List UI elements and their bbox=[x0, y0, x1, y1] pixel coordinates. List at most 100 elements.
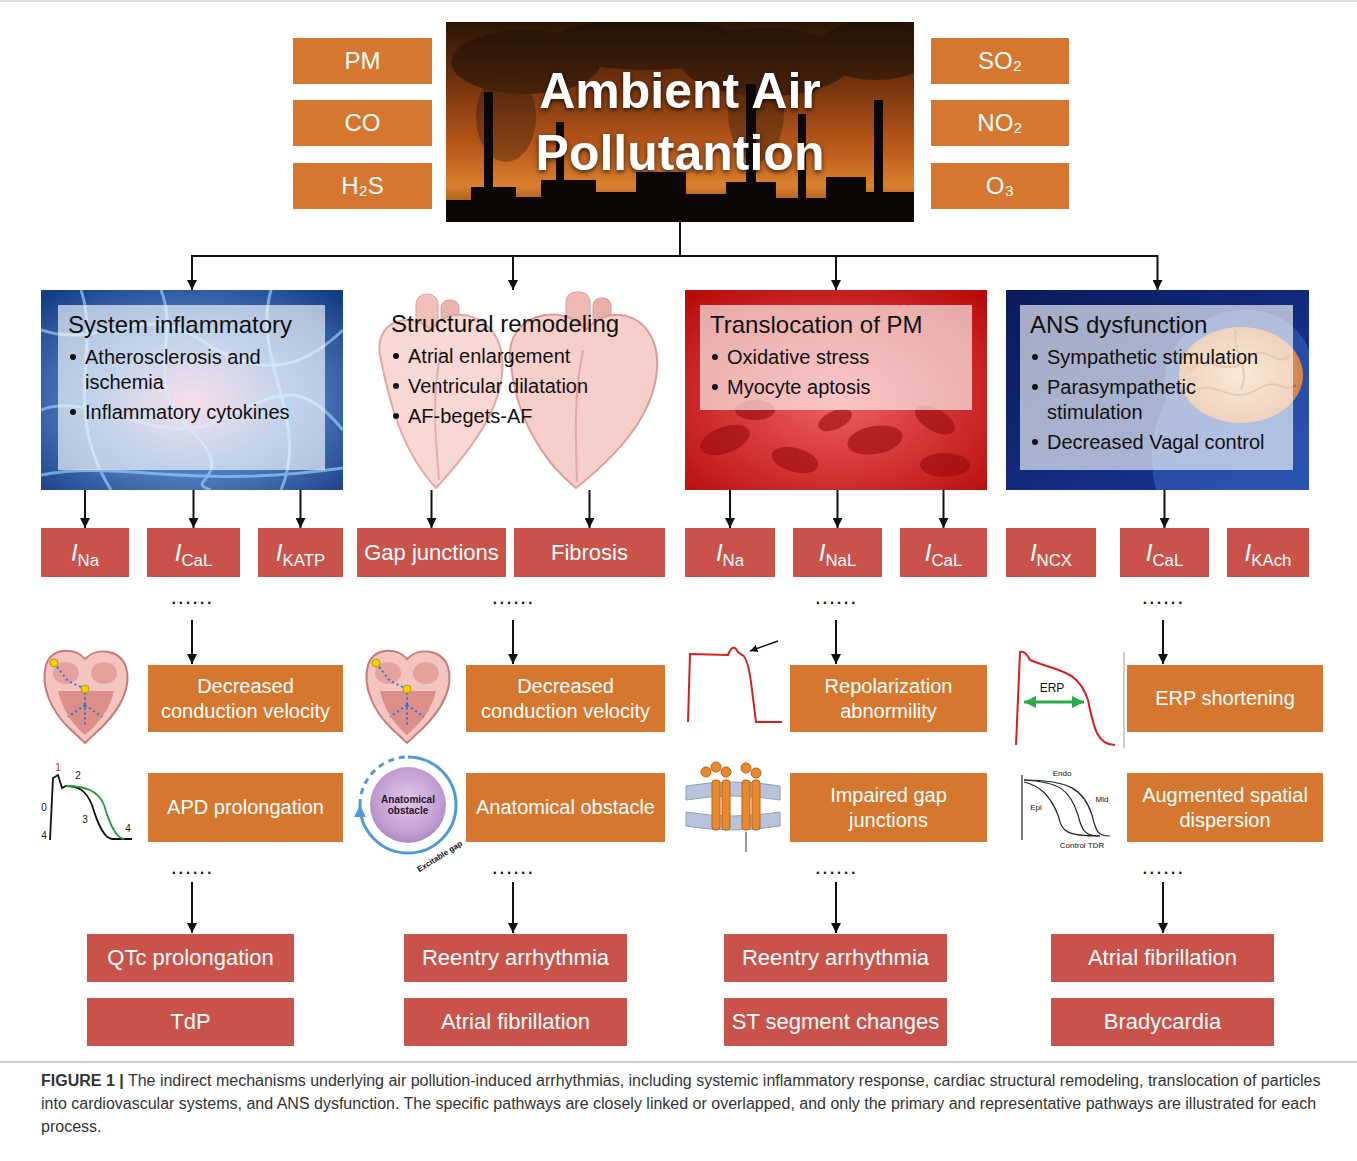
gap-junction-icon bbox=[701, 762, 761, 830]
tdr-action-potentials bbox=[1024, 780, 1100, 836]
bullet-item: Myocyte aptosis bbox=[710, 375, 962, 400]
box-label: INa bbox=[716, 539, 744, 567]
mechanism-panel: System inflammatoryAtherosclerosis and i… bbox=[41, 290, 343, 490]
bullet-item: AF-begets-AF bbox=[391, 404, 649, 429]
pollutant-box: PM bbox=[293, 38, 432, 84]
obstacle-circle: Anatomical obstacle bbox=[370, 767, 446, 843]
box-label: INa bbox=[71, 539, 99, 567]
bullet-dot bbox=[70, 354, 76, 360]
smoke bbox=[816, 22, 914, 80]
box-label: Anatomical obstacle bbox=[476, 795, 655, 820]
panel-heading: ANS dysfunction bbox=[1030, 311, 1283, 340]
gap-junction-icon bbox=[686, 812, 780, 830]
blood-vessel-photo bbox=[696, 399, 970, 477]
outcome-box: QTc prolongation bbox=[87, 934, 294, 982]
figure-caption: FIGURE 1 | The indirect mechanisms under… bbox=[41, 1069, 1326, 1138]
ion-current-box: IKATP bbox=[258, 528, 343, 577]
erp-label: ERP bbox=[1040, 682, 1065, 694]
bullet-dot bbox=[70, 409, 76, 415]
bullet-item: Ventricular dilatation bbox=[391, 374, 649, 399]
erp-action-potential bbox=[1016, 652, 1115, 745]
heart-illustration bbox=[510, 315, 657, 488]
gap-junction-icon bbox=[712, 780, 720, 830]
box-label: Atrial fibrillation bbox=[1088, 945, 1237, 971]
tdr-curve-label: Control TDR bbox=[1060, 842, 1104, 850]
pollutant-box: O₃ bbox=[931, 163, 1069, 209]
box-label: QTc prolongation bbox=[107, 945, 273, 971]
gap-junction-icon bbox=[722, 780, 730, 830]
panel-heading: Translocation of PM bbox=[710, 311, 962, 340]
connector-arrow bbox=[589, 490, 591, 528]
mechanism-box: Impaired gap junctions bbox=[790, 773, 987, 842]
connector-arrow bbox=[729, 490, 731, 528]
box-label: APD prolongation bbox=[167, 795, 324, 820]
flow-arrow bbox=[1162, 620, 1164, 664]
apd-action-potential bbox=[50, 775, 132, 840]
bullet-text: Atherosclerosis and ischemia bbox=[85, 345, 315, 395]
tdr-action-potentials bbox=[1024, 782, 1100, 836]
box-label: ICaL bbox=[925, 539, 962, 567]
text-backdrop: Structural remodelingAtrial enlargementV… bbox=[381, 304, 659, 444]
top-rule bbox=[0, 1, 1357, 2]
mechanism-box: Decreased conduction velocity bbox=[148, 665, 343, 732]
ellipsis-dots: ...... bbox=[492, 586, 535, 608]
heart-illustration bbox=[379, 315, 502, 488]
ion-current-box: INCX bbox=[1006, 528, 1096, 577]
tdr-action-potentials bbox=[1022, 775, 1110, 840]
bullet-item: Atherosclerosis and ischemia bbox=[68, 345, 315, 395]
erp-action-potential bbox=[1123, 652, 1125, 748]
ellipsis-dots: ...... bbox=[171, 856, 214, 878]
box-label: Reentry arrhythmia bbox=[422, 945, 609, 971]
mechanism-panel: Structural remodelingAtrial enlargementV… bbox=[361, 290, 665, 490]
box-label: ST segment changes bbox=[732, 1009, 940, 1035]
mechanism-box: Augmented spatial dispersion bbox=[1127, 773, 1323, 842]
box-label: TdP bbox=[170, 1009, 210, 1035]
box-label: Gap junctions bbox=[364, 540, 499, 566]
apd-action-potential bbox=[50, 775, 132, 840]
erp-action-potential bbox=[1016, 652, 1124, 748]
connector-arrow bbox=[431, 490, 433, 528]
bullet-text: Atrial enlargement bbox=[408, 344, 570, 369]
text-backdrop: Translocation of PM Oxidative stressMyocy… bbox=[700, 305, 972, 410]
gap-junction-icon bbox=[686, 762, 780, 852]
ellipsis-dots: ...... bbox=[492, 856, 535, 878]
box-label: Atrial fibrillation bbox=[441, 1009, 590, 1035]
ion-current-box: Fibrosis bbox=[514, 528, 665, 577]
bullet-dot bbox=[712, 354, 718, 360]
pollutant-box: SO₂ bbox=[931, 38, 1069, 84]
bullet-text: Parasympathetic stimulation bbox=[1047, 375, 1283, 425]
caption-rule bbox=[0, 1062, 1357, 1063]
reentry-circuit bbox=[360, 757, 456, 853]
box-label: NO₂ bbox=[977, 109, 1022, 137]
box-label: INCX bbox=[1030, 539, 1072, 567]
box-label: ICaL bbox=[1146, 539, 1183, 567]
box-label: Anatomical obstacle bbox=[379, 794, 437, 817]
ellipsis-dots: ...... bbox=[815, 586, 858, 608]
bullet-item: Oxidative stress bbox=[710, 345, 962, 370]
bullet-item: Inflammatory cytokines bbox=[68, 400, 315, 425]
bullet-text: Myocyte aptosis bbox=[727, 375, 870, 400]
bullet-item: Sympathetic stimulation bbox=[1030, 345, 1283, 370]
ellipsis-dots: ...... bbox=[1142, 856, 1185, 878]
erp-action-potential bbox=[1024, 701, 1084, 704]
gap-junction-icon bbox=[721, 767, 731, 777]
box-label: Decreased conduction velocity bbox=[474, 674, 657, 724]
pollution-photo-box: Ambient Air Pollutantion bbox=[446, 22, 914, 222]
gap-junction-icon bbox=[742, 780, 750, 830]
factory-photo bbox=[446, 22, 914, 222]
bullet-item: Parasympathetic stimulation bbox=[1030, 375, 1283, 425]
conduction-heart-icon bbox=[366, 651, 449, 743]
ellipsis-dots: ...... bbox=[171, 586, 214, 608]
ion-current-box: IKAch bbox=[1227, 528, 1309, 577]
box-label: O₃ bbox=[986, 172, 1014, 200]
inflammation-photo bbox=[41, 290, 343, 490]
bullet-dot bbox=[1032, 439, 1038, 445]
bullet-dot bbox=[712, 384, 718, 390]
bullet-dot bbox=[393, 413, 399, 419]
gap-junction-icon bbox=[711, 762, 721, 772]
bullet-text: Ventricular dilatation bbox=[408, 374, 588, 399]
connector-arrow bbox=[193, 490, 195, 528]
box-label: INaL bbox=[819, 539, 856, 567]
tdr-action-potentials bbox=[1024, 780, 1110, 836]
bullet-dot bbox=[1032, 354, 1038, 360]
